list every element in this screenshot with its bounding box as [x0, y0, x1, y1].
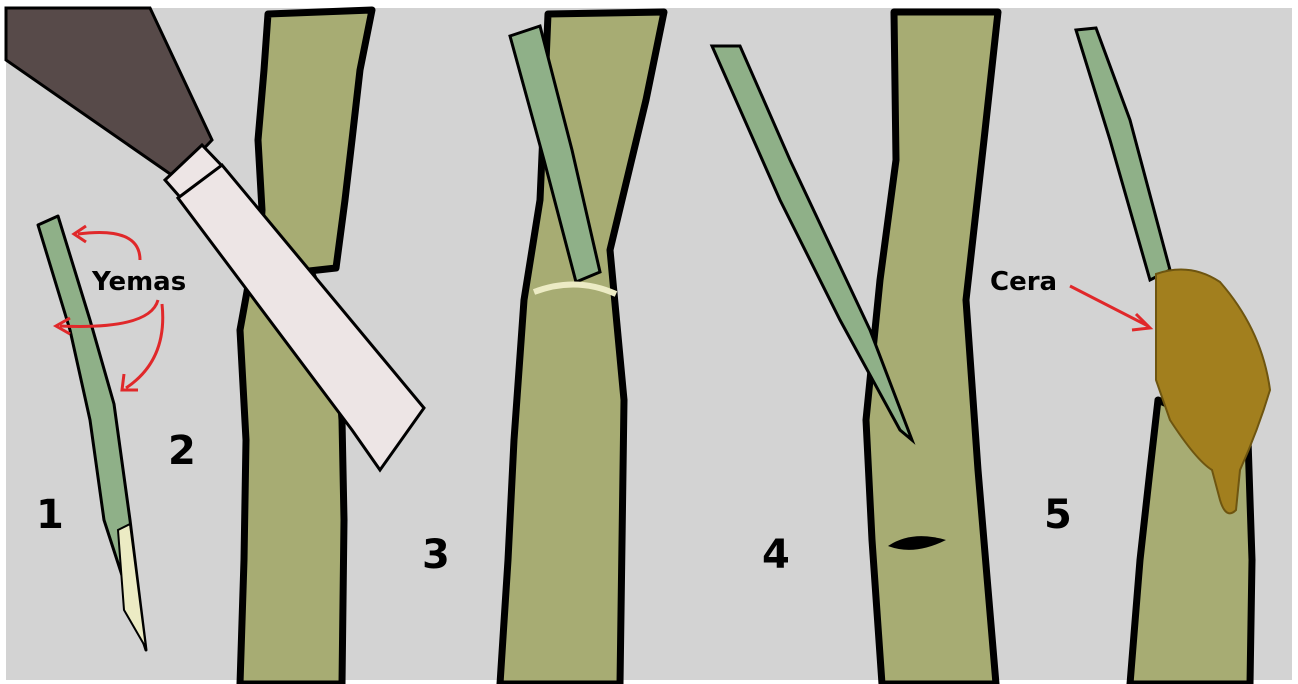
step-number-2: 2: [168, 428, 196, 474]
step-number-5: 5: [1044, 492, 1072, 538]
step-number-3: 3: [422, 532, 450, 578]
buds-label: Yemas: [91, 267, 186, 297]
step-number-4: 4: [762, 532, 790, 578]
wax-label: Cera: [990, 267, 1057, 297]
step-number-1: 1: [36, 492, 64, 538]
